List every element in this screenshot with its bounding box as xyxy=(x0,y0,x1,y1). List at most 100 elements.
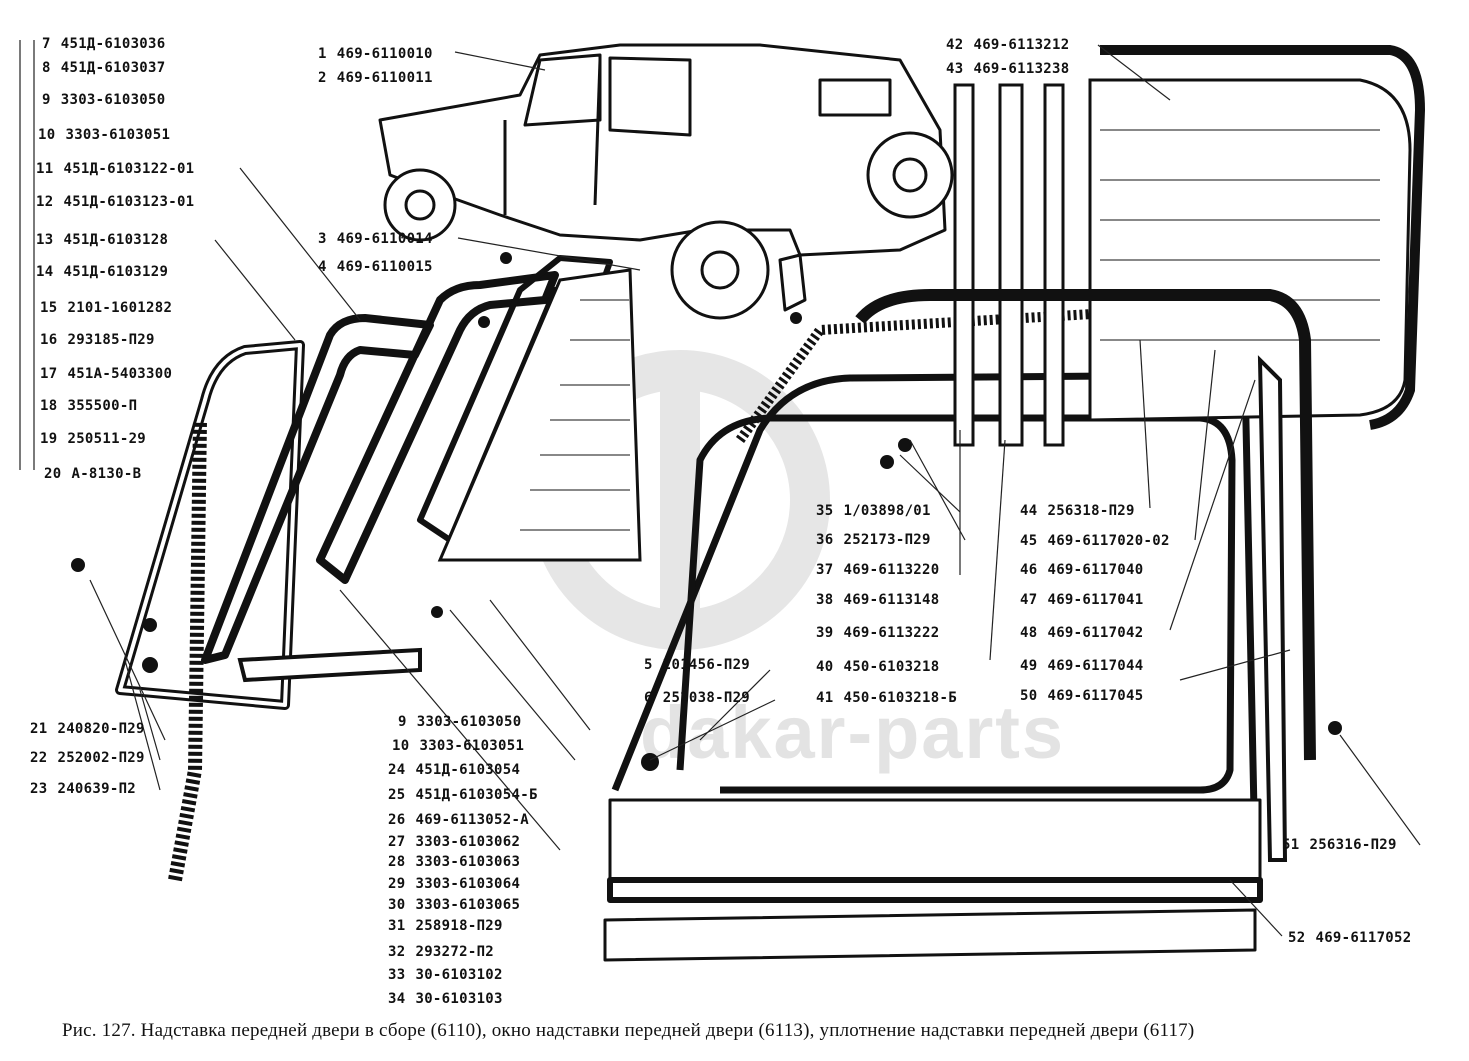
callout-number: 16 xyxy=(40,332,58,348)
callout-number: 39 xyxy=(816,625,834,641)
callout-number: 45 xyxy=(1020,533,1038,549)
part-code: 3303-6103050 xyxy=(416,714,522,730)
callout-number: 11 xyxy=(36,161,54,177)
callout-label-40: 40 450-6103218 xyxy=(816,659,940,675)
part-code: 252002-П29 xyxy=(57,750,145,766)
callout-number: 34 xyxy=(388,991,406,1007)
part-code: 451А-5403300 xyxy=(67,366,173,382)
callout-number: 7 xyxy=(42,36,51,52)
callout-number: 29 xyxy=(388,876,406,892)
callout-number: 25 xyxy=(388,787,406,803)
callout-label-4: 4 469-6110015 xyxy=(318,259,433,275)
part-code: 2101-1601282 xyxy=(67,300,173,316)
callout-number: 21 xyxy=(30,721,48,737)
leader-line xyxy=(1169,379,1256,631)
part-code: 469-6117041 xyxy=(1047,592,1144,608)
leader-line xyxy=(449,609,576,761)
door-glass-panel xyxy=(437,268,642,562)
callout-number: 40 xyxy=(816,659,834,675)
part-code: 469-6113148 xyxy=(843,592,940,608)
callout-number: 18 xyxy=(40,398,58,414)
part-code: 469-6117042 xyxy=(1047,625,1144,641)
callout-number: 14 xyxy=(36,264,54,280)
part-code: 240639-П2 xyxy=(57,781,137,797)
part-code: 450-6103218-Б xyxy=(843,690,957,706)
callout-number: 8 xyxy=(42,60,51,76)
callout-number: 5 xyxy=(644,657,653,673)
part-code: 450-6103218 xyxy=(843,659,940,675)
callout-number: 10 xyxy=(392,738,410,754)
callout-label-9: 9 3303-6103050 xyxy=(398,714,521,730)
leader-line xyxy=(339,589,561,851)
part-code: 355500-П xyxy=(67,398,138,414)
callout-number: 20 xyxy=(44,466,62,482)
part-code: 3303-6103050 xyxy=(60,92,166,108)
callout-label-44: 44 256318-П29 xyxy=(1020,503,1135,519)
callout-number: 23 xyxy=(30,781,48,797)
leader-line xyxy=(1339,734,1421,846)
part-code: 252173-П29 xyxy=(843,532,931,548)
callout-label-48: 48 469-6117042 xyxy=(1020,625,1144,641)
part-code: 451Д-6103054-Б xyxy=(415,787,538,803)
leader-line xyxy=(649,699,776,761)
part-code: 293272-П2 xyxy=(415,944,495,960)
callout-label-17: 17 451А-5403300 xyxy=(40,366,172,382)
watermark-text: dakar-parts xyxy=(640,691,1066,774)
callout-number: 19 xyxy=(40,431,58,447)
part-code: 469-6113222 xyxy=(843,625,940,641)
part-code: 256318-П29 xyxy=(1047,503,1135,519)
callout-number: 48 xyxy=(1020,625,1038,641)
part-code: 201456-П29 xyxy=(662,657,751,673)
callout-number: 47 xyxy=(1020,592,1038,608)
part-code: 256316-П29 xyxy=(1309,837,1397,853)
callout-label-25: 25 451Д-6103054-Б xyxy=(388,787,538,803)
leader-line xyxy=(1097,44,1171,101)
part-code: 3303-6103064 xyxy=(415,876,521,892)
leader-line xyxy=(214,239,296,341)
part-code: 451Д-6103054 xyxy=(415,762,521,778)
callout-label-47: 47 469-6117041 xyxy=(1020,592,1144,608)
callout-number: 4 xyxy=(318,259,327,275)
part-code: 469-6117040 xyxy=(1047,562,1144,578)
leader-line xyxy=(1229,879,1283,937)
part-code: 3303-6103051 xyxy=(65,127,171,143)
callout-number: 17 xyxy=(40,366,58,382)
part-code: 469-6117044 xyxy=(1047,658,1144,674)
part-code: 469-6113212 xyxy=(973,37,1070,53)
part-code: 469-6110015 xyxy=(336,259,433,275)
callout-number: 24 xyxy=(388,762,406,778)
callout-number: 22 xyxy=(30,750,48,766)
callout-number: 31 xyxy=(388,918,406,934)
part-code: 451Д-6103037 xyxy=(60,60,166,76)
callout-number: 44 xyxy=(1020,503,1038,519)
part-code: 250511-29 xyxy=(67,431,147,447)
callout-number: 9 xyxy=(398,714,407,730)
part-code: 469-6110014 xyxy=(336,231,433,247)
callout-label-23: 23 240639-П2 xyxy=(30,781,136,797)
callout-number: 41 xyxy=(816,690,834,706)
leader-line xyxy=(489,599,591,731)
callout-label-39: 39 469-6113222 xyxy=(816,625,940,641)
leader-line xyxy=(139,689,161,761)
leader-line xyxy=(699,669,771,741)
callout-number: 30 xyxy=(388,897,406,913)
